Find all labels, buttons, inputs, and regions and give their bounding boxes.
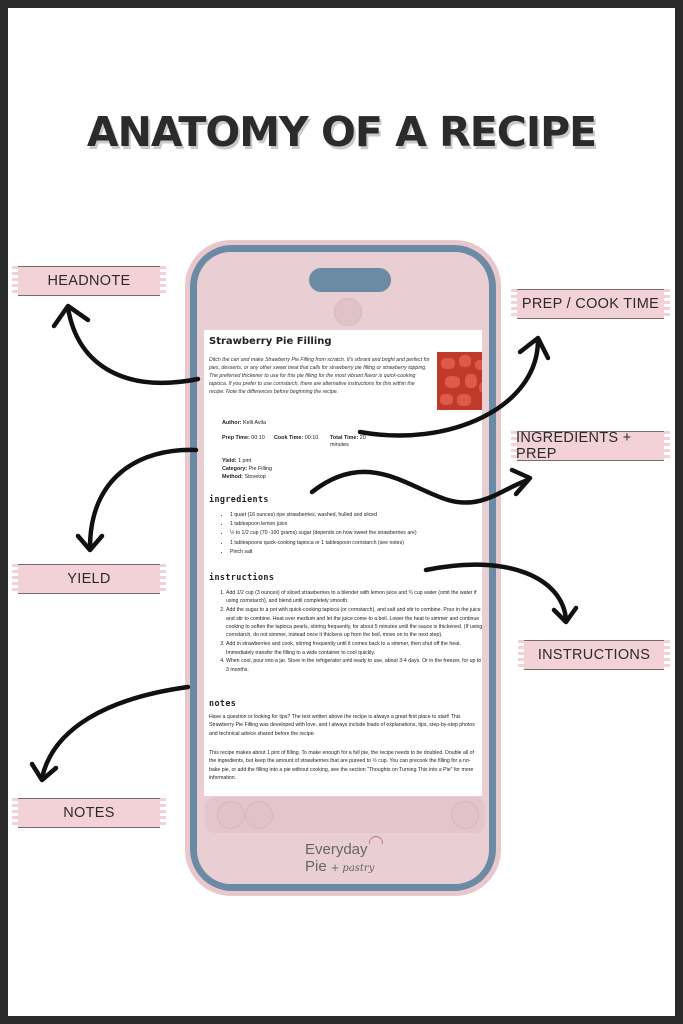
- cook-time: Cook Time: 00:10: [274, 435, 319, 441]
- list-item: Add in strawberries and cook, stirring f…: [226, 640, 482, 657]
- bottom-bubble: [451, 801, 479, 829]
- arrow-icon: [75, 533, 105, 553]
- instructions-heading: instructions: [209, 572, 275, 582]
- list-item: 1 quart (16 ounces) ripe strawberries, w…: [230, 511, 482, 520]
- ingredients-heading: ingredients: [209, 494, 269, 504]
- list-item: Add the sugar to a pot with quick-cookin…: [226, 606, 482, 640]
- top-bubble: [334, 298, 362, 326]
- label-headnote: HEADNOTE: [12, 266, 166, 296]
- arrow-icon: [51, 303, 91, 329]
- label-instructions: INSTRUCTIONS: [518, 640, 670, 670]
- bottom-bar: [205, 797, 485, 833]
- total-time: Total Time: 20 minutes: [330, 435, 366, 448]
- label-ingredients-prep: INGREDIENTS + PREP: [511, 430, 670, 462]
- ingredients-list: 1 quart (16 ounces) ripe strawberries, w…: [230, 511, 482, 557]
- instructions-list: Add 1/2 cup (3 ounces) of sliced strawbe…: [226, 589, 482, 675]
- page-title: ANATOMY OF A RECIPE: [86, 108, 597, 156]
- arrow-icon: [517, 335, 551, 361]
- recipe-category: Category: Pie Filling: [222, 466, 273, 472]
- recipe-headnote: Ditch the can and make Strawberry Pie Fi…: [209, 357, 430, 395]
- label-yield: YIELD: [12, 564, 166, 594]
- recipe-method: Method: Stovetop: [222, 474, 266, 480]
- recipe-author: Author: Kelli Avila: [222, 420, 266, 426]
- bottom-bubble: [217, 801, 245, 829]
- arrow-icon: [551, 605, 579, 625]
- list-item: 1 tablespoons quick-cooking tapioca or 1…: [230, 539, 482, 548]
- list-item: When cool, pour into a jar. Store in the…: [226, 657, 482, 674]
- notes-heading: notes: [209, 698, 237, 708]
- list-item: 1 tablespoon lemon juice: [230, 520, 482, 529]
- recipe-photo: [437, 352, 482, 410]
- phone-notch: [309, 268, 391, 292]
- list-item: Pinch salt: [230, 548, 482, 557]
- prep-time: Prep Time: 00:10: [222, 435, 265, 441]
- pie-icon: [369, 836, 383, 844]
- arrow-icon: [509, 467, 533, 497]
- list-item: ½ to 1/2 cup (70 -100 grams) sugar (depe…: [230, 529, 482, 538]
- bottom-bubble: [245, 801, 273, 829]
- list-item: Add 1/2 cup (3 ounces) of sliced strawbe…: [226, 589, 482, 606]
- arrow-icon: [29, 761, 59, 783]
- notes-paragraph: Have a question or looking for tips? The…: [209, 714, 475, 737]
- phone-screen: Strawberry Pie Filling Ditch the can and…: [197, 252, 489, 884]
- recipe-card: Strawberry Pie Filling Ditch the can and…: [204, 330, 482, 796]
- arrow-icon: [87, 447, 199, 551]
- infographic: ANATOMY OF A RECIPE Strawberry Pie Filli…: [8, 8, 675, 1016]
- recipe-yield: Yield: 1 pint: [222, 458, 252, 464]
- notes-paragraph: This recipe makes about 1 pint of fillin…: [209, 750, 474, 782]
- brand-logo: Everyday Pie + pastry: [305, 836, 395, 877]
- label-notes: NOTES: [12, 798, 166, 828]
- recipe-title: Strawberry Pie Filling: [209, 336, 332, 347]
- label-prep-cook-time: PREP / COOK TIME: [511, 289, 670, 319]
- arrow-icon: [39, 684, 191, 781]
- arrow-icon: [65, 305, 201, 385]
